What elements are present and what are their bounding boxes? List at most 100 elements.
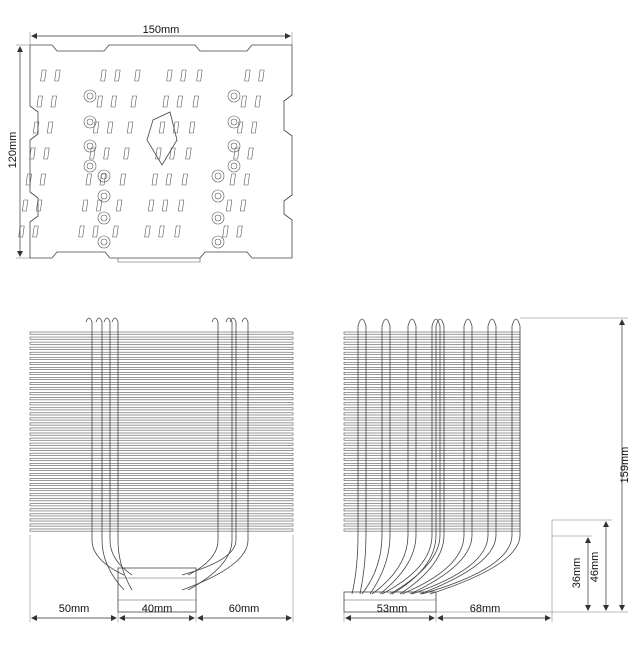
fin-slot [85,173,92,186]
fin [29,523,294,527]
front-right-width-label: 60mm [229,603,260,615]
fin [29,331,294,335]
fin [29,427,294,431]
fin [29,528,294,532]
fin [29,387,294,391]
fin-slot [82,199,89,212]
heatpipe-end [227,89,241,103]
fin-slot [258,69,265,82]
heatpipe-end [211,235,225,249]
fin [29,412,294,416]
fin-slot [236,225,243,238]
fin-slot [18,225,25,238]
fin-slot [172,121,180,134]
front-heatpipes [85,317,249,591]
heatpipe-end [227,115,241,129]
fin-slot [29,147,36,160]
heatpipe [103,317,133,576]
heatpipe [391,326,437,595]
heatpipe-end [97,211,111,225]
fin [29,473,294,476]
front-base-width-label: 40mm [142,603,173,615]
heatpipe-end [83,159,97,173]
fin-slot [36,199,43,212]
heatpipe [369,318,391,595]
heatpipe-end-inner [230,162,238,170]
fin-slot [92,225,99,238]
side-view: 53mm 68mm 159mm 36mm 46mm [343,317,631,622]
top-height-label: 120mm [7,132,19,169]
heatpipe [421,326,513,595]
fin-slot [151,173,158,186]
heatpipe [95,317,125,591]
fin-slot [32,225,39,238]
fin-slot [25,173,32,186]
fin [29,483,294,487]
fin [29,432,294,436]
fin-slot [100,69,107,82]
fin-slot [144,225,151,238]
fin [29,457,294,461]
heatpipe-end [211,211,225,225]
heatpipe [401,326,465,595]
heatpipe-end [211,189,225,203]
fin-slot [155,147,162,160]
fin-slot [236,121,244,134]
fin-slot [240,199,247,212]
fin-slot [126,121,134,134]
fin [29,336,294,340]
fin [29,341,294,345]
side-clearance-46-label: 46mm [589,552,601,583]
front-fin-stack [29,331,294,532]
heatpipe [379,318,417,595]
fin [29,508,294,512]
fin-slot [106,121,114,134]
fin-slot [165,173,172,186]
heatpipe [361,326,383,595]
fin-slot [43,147,50,160]
heatpipe [357,318,367,595]
heatpipe-end-inner [100,214,108,222]
fin-slot [250,121,258,134]
top-width-label: 150mm [143,24,180,36]
fin-slot [89,147,96,160]
fin-slot [22,199,29,212]
heatpipe-end [83,89,97,103]
fin-slot [148,199,155,212]
fin-slot [116,199,123,212]
fin-slot [32,121,40,134]
fin-slot [254,95,261,108]
fin-slot [158,225,165,238]
fin [29,493,294,497]
side-left-width-label: 53mm [377,603,408,615]
fin [29,468,294,471]
heatpipe [371,326,409,595]
heatpipe [411,326,489,595]
heatpipe-end-inner [86,118,94,126]
fin-slot [46,121,54,134]
fin [29,498,294,502]
heatpipe-end [227,159,241,173]
heatpipe [381,326,433,595]
fin [29,417,294,421]
heatpipe [187,317,233,591]
heatpipe [429,318,521,595]
heatpipe-end [83,139,97,153]
fin [29,437,294,441]
fin [29,518,294,522]
top-heatpipe-ends [83,89,241,249]
top-fin-outline [29,44,293,259]
cpu-mount-outline [146,111,178,166]
fin-slot [169,147,176,160]
front-view: 50mm 40mm 60mm [29,317,294,622]
fin-slot [119,173,126,186]
fin [29,372,294,375]
fin-slot [130,95,137,108]
fin-slot [36,95,43,108]
fin [29,377,294,380]
heatpipe-end-inner [214,214,222,222]
fin-slot [243,173,250,186]
heatpipe-end [83,115,97,129]
heatpipe [409,318,473,595]
